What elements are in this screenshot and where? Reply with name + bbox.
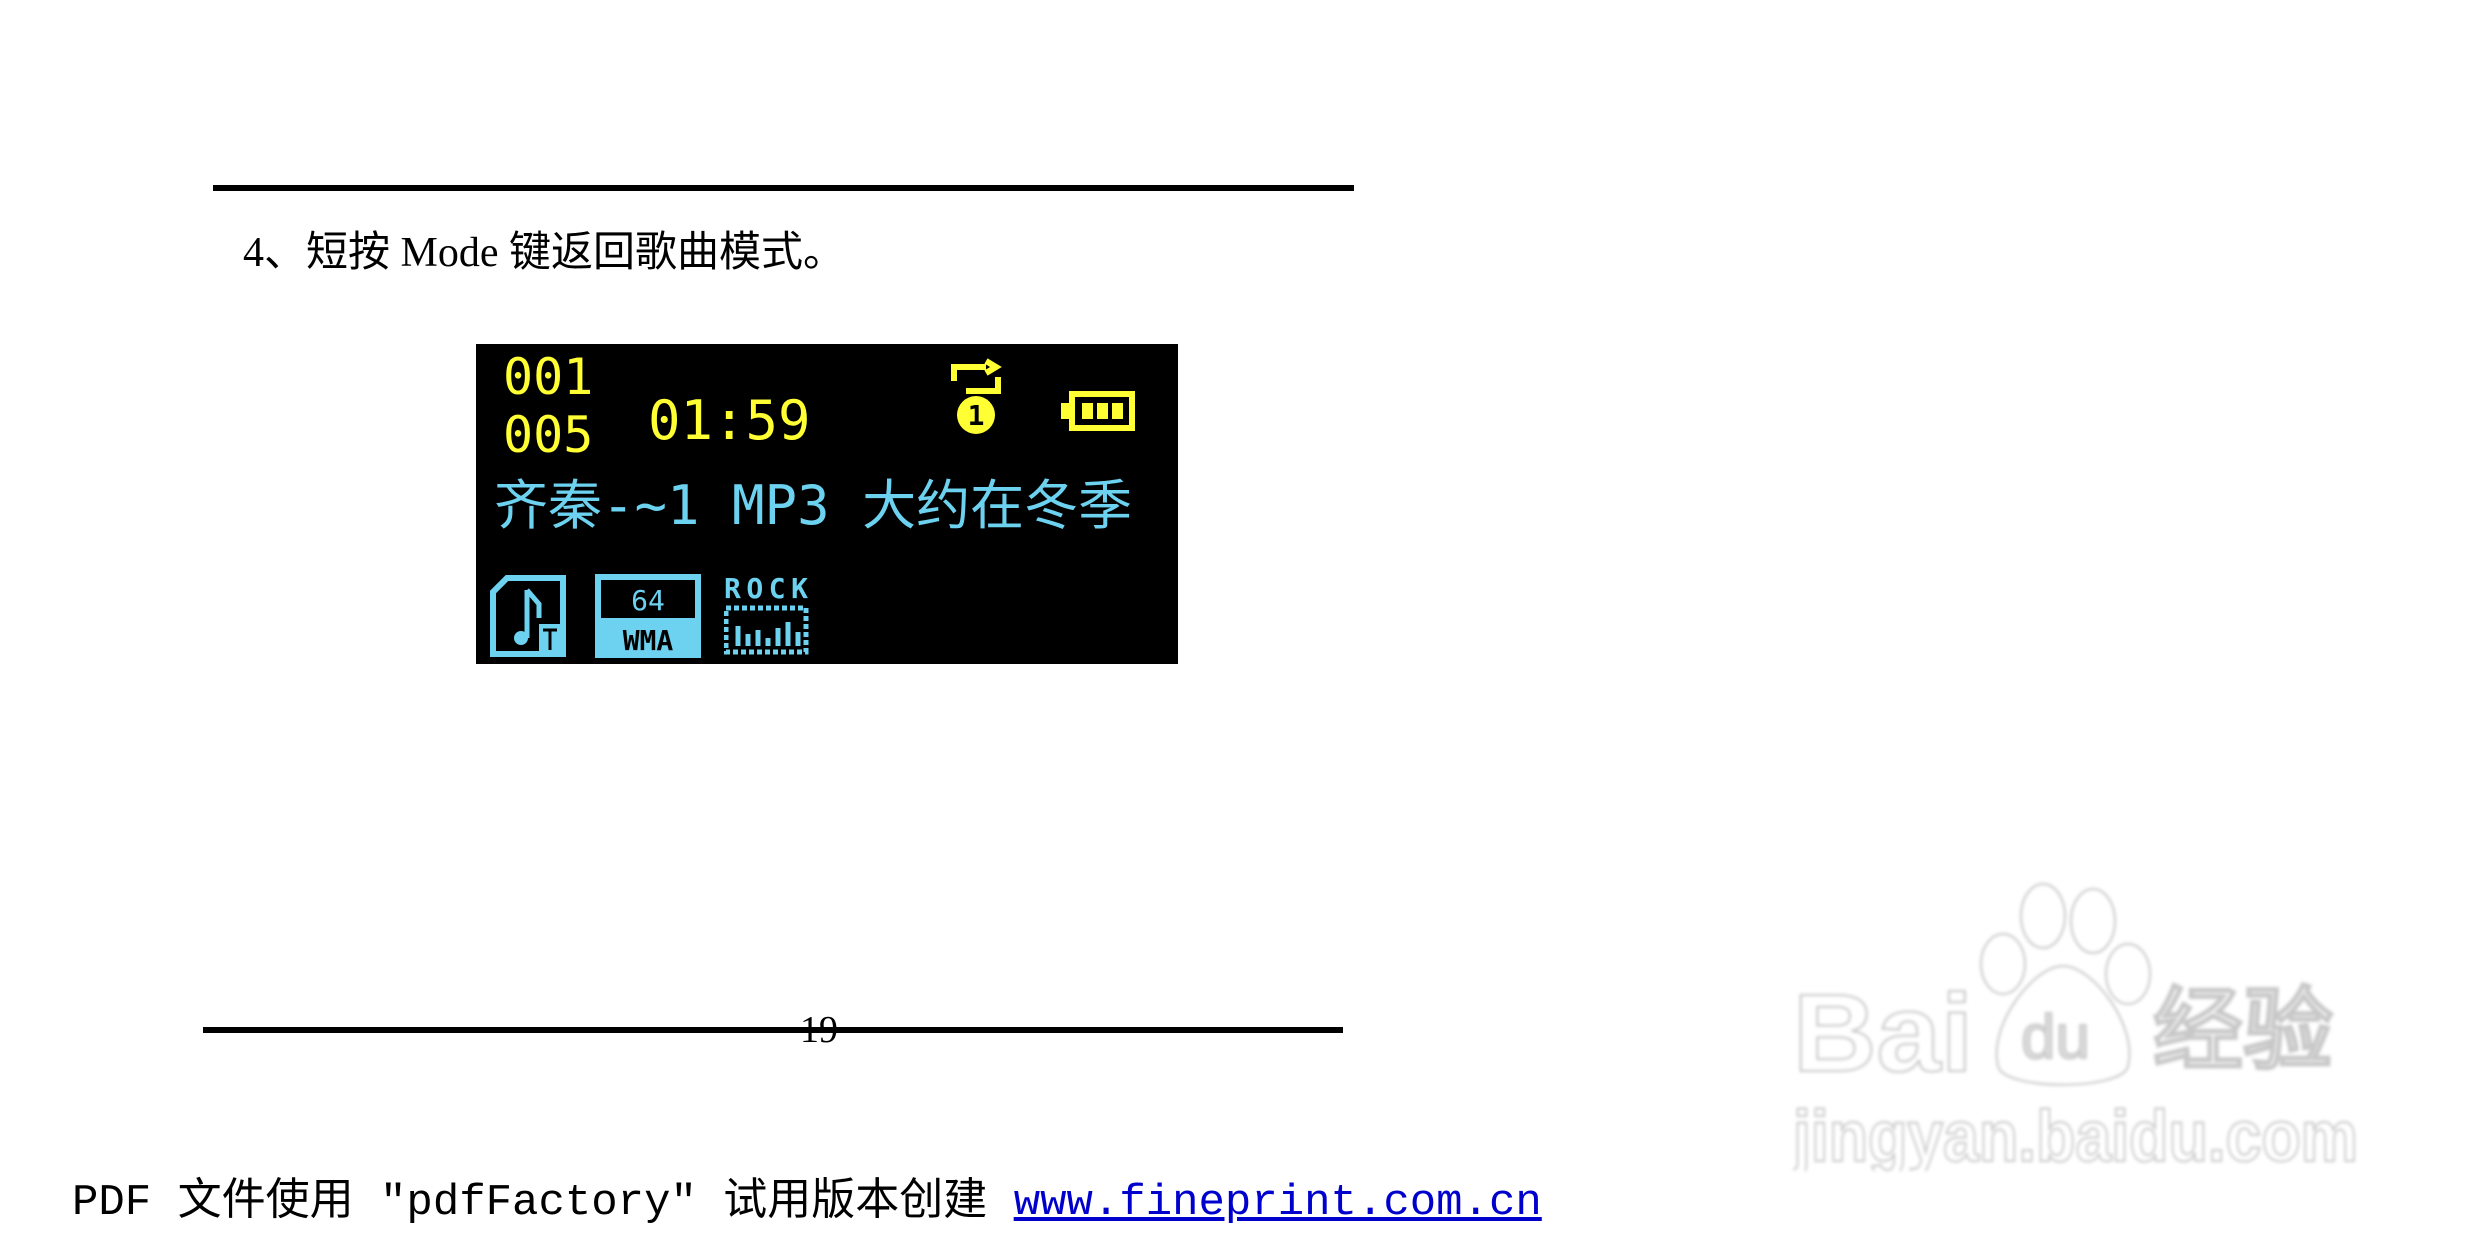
play-time: 01:59: [648, 389, 811, 452]
bottom-rule: [203, 1027, 1343, 1033]
repeat-count: 1: [968, 399, 985, 432]
player-lcd-screen: 001 005 01:59 1 齐秦-~1 MP3 大约在冬季 64 WMA R…: [476, 344, 1178, 664]
eq-label: ROCK: [724, 572, 808, 605]
footer-note: PDF 文件使用 "pdfFactory" 试用版本创建 www.finepri…: [72, 1163, 1542, 1228]
top-rule: [213, 185, 1354, 191]
page-number: 19: [800, 1009, 838, 1051]
format-icon: 64 WMA: [595, 574, 701, 658]
song-title: 齐秦-~1 MP3 大约在冬季: [494, 474, 1133, 537]
eq-icon: ROCK: [724, 572, 809, 655]
bitrate-label: 64: [631, 584, 665, 617]
baidu-jingyan-watermark-logo: Bai du 经验 jingyan.baidu.com: [1793, 883, 2359, 1171]
format-label: WMA: [623, 624, 674, 657]
track-total: 005: [503, 406, 594, 464]
watermark-brand-cn: 经验: [2153, 978, 2333, 1083]
instruction-text: 4、短按 Mode 键返回歌曲模式。: [243, 230, 845, 276]
footer-text: PDF 文件使用 "pdfFactory" 试用版本创建: [72, 1178, 1014, 1228]
watermark-brand-1: Bai: [1793, 972, 1973, 1095]
fineprint-link[interactable]: www.fineprint.com.cn: [1013, 1178, 1542, 1228]
track-number: 001: [503, 348, 594, 406]
watermark-brand-2: du: [2021, 1003, 2090, 1072]
music-file-icon: [490, 575, 566, 657]
watermark-domain: jingyan.baidu.com: [1793, 1097, 2358, 1171]
repeat-one-icon: 1: [951, 358, 1002, 434]
battery-icon: [1061, 391, 1135, 431]
